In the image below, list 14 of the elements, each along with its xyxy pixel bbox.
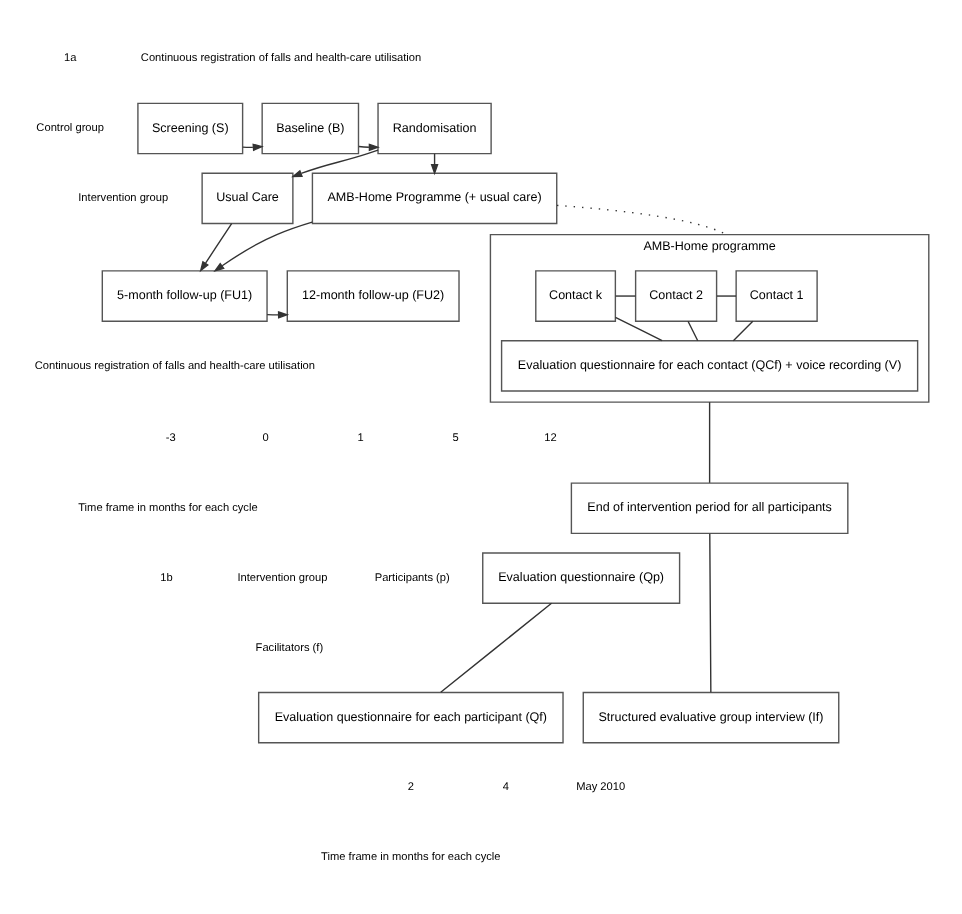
connector [732, 319, 754, 341]
arrow [199, 222, 233, 272]
arrow [291, 148, 379, 177]
connector [440, 601, 553, 692]
connector [709, 532, 712, 693]
connector [556, 203, 728, 235]
connector [716, 294, 737, 296]
connector [708, 400, 711, 483]
arrow [213, 220, 313, 272]
connector [687, 319, 699, 341]
arrow [266, 310, 290, 318]
connector [614, 294, 637, 296]
arrow [358, 142, 380, 151]
connector [614, 315, 663, 341]
